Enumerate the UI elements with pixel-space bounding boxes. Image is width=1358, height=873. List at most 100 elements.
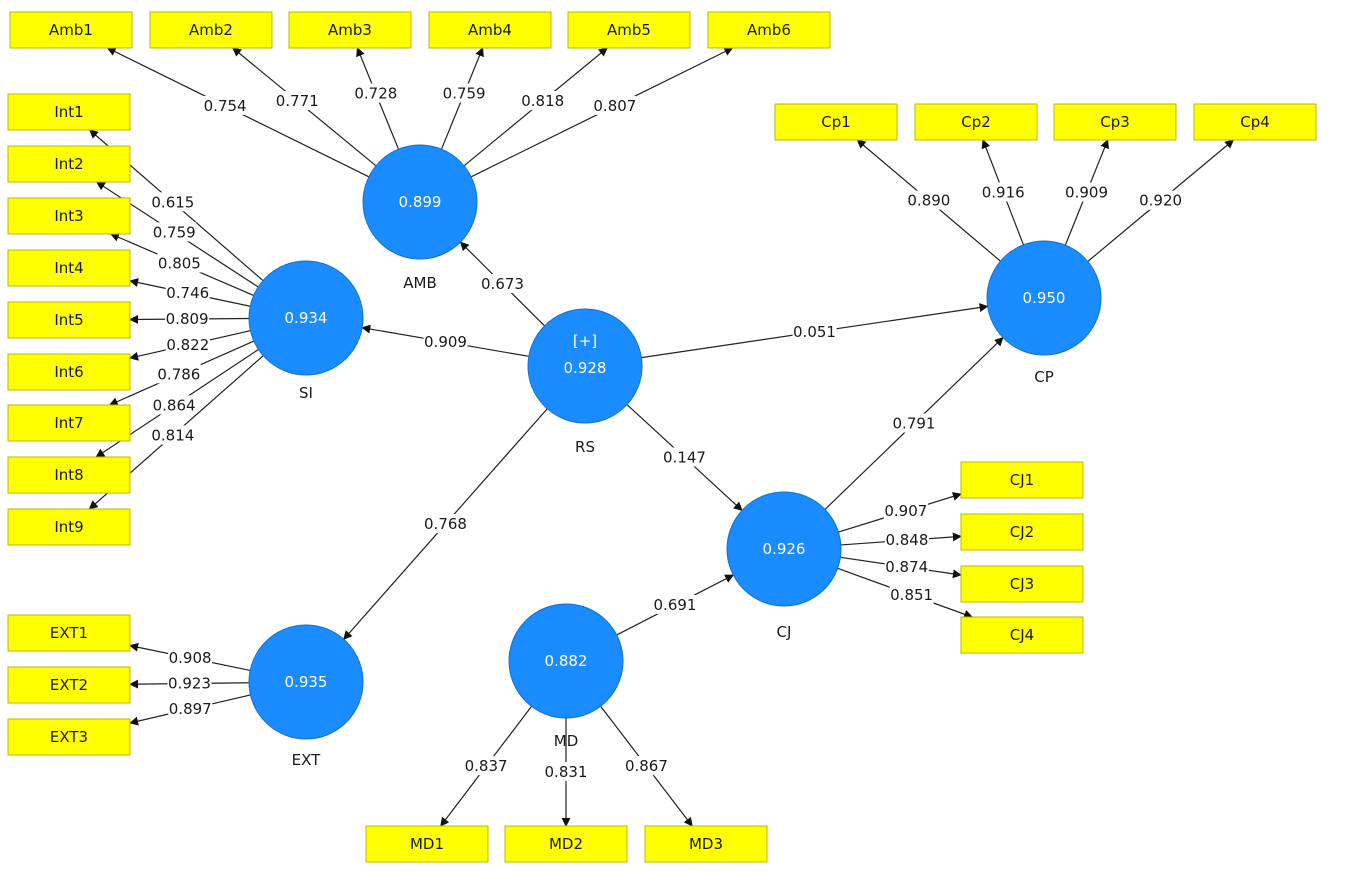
indicator-cp4[interactable]: Cp4 — [1193, 103, 1317, 141]
indicator-label: CJ4 — [1010, 626, 1034, 644]
indicator-box[interactable] — [7, 614, 131, 652]
construct-circle[interactable] — [248, 260, 364, 376]
indicator-box[interactable] — [7, 666, 131, 704]
indicator-int6[interactable]: Int6 — [7, 353, 131, 391]
indicator-box[interactable] — [914, 103, 1038, 141]
indicator-amb4[interactable]: Amb4 — [428, 11, 552, 49]
indicator-box[interactable] — [7, 301, 131, 339]
weight-label-background — [884, 557, 929, 577]
indicator-cj2[interactable]: CJ2 — [960, 513, 1084, 551]
weight-label-background — [165, 309, 210, 329]
indicator-int4[interactable]: Int4 — [7, 249, 131, 287]
loading-label-cp3: 0.909 — [1064, 182, 1109, 202]
indicator-box[interactable] — [567, 11, 691, 49]
weight-label-background — [981, 182, 1026, 202]
loading-label-int5: 0.809 — [165, 309, 210, 329]
indicator-box[interactable] — [9, 11, 133, 49]
indicator-box[interactable] — [1193, 103, 1317, 141]
indicator-int5[interactable]: Int5 — [7, 301, 131, 339]
indicator-box[interactable] — [504, 825, 628, 863]
indicator-box[interactable] — [7, 508, 131, 546]
indicator-amb6[interactable]: Amb6 — [707, 11, 831, 49]
indicator-ext2[interactable]: EXT2 — [7, 666, 131, 704]
indicator-ext1[interactable]: EXT1 — [7, 614, 131, 652]
indicator-md2[interactable]: MD2 — [504, 825, 628, 863]
indicator-amb2[interactable]: Amb2 — [149, 11, 273, 49]
indicator-ext3[interactable]: EXT3 — [7, 718, 131, 756]
indicator-box[interactable] — [707, 11, 831, 49]
weight-label-background — [480, 274, 525, 293]
indicator-md3[interactable]: MD3 — [644, 825, 768, 863]
indicator-amb1[interactable]: Amb1 — [9, 11, 133, 49]
indicator-box[interactable] — [7, 353, 131, 391]
indicator-int1[interactable]: Int1 — [7, 93, 131, 131]
expand-badge[interactable]: [+] — [573, 332, 597, 350]
indicator-cj1[interactable]: CJ1 — [960, 461, 1084, 499]
indicator-box[interactable] — [960, 616, 1084, 654]
construct-circle[interactable] — [248, 624, 364, 740]
indicator-box[interactable] — [1053, 103, 1177, 141]
indicator-cp1[interactable]: Cp1 — [774, 103, 898, 141]
indicator-amb3[interactable]: Amb3 — [288, 11, 412, 49]
loading-label-amb4: 0.759 — [442, 83, 487, 103]
weight-label-background — [152, 222, 197, 242]
indicator-label: Int4 — [54, 259, 83, 277]
indicator-amb5[interactable]: Amb5 — [567, 11, 691, 49]
indicator-int8[interactable]: Int8 — [7, 456, 131, 494]
weight-value: 0.923 — [168, 674, 211, 692]
indicator-box[interactable] — [960, 565, 1084, 603]
weight-label-background — [889, 585, 934, 605]
weight-label-background — [152, 395, 197, 415]
weight-value: 0.874 — [885, 558, 928, 576]
weight-label-background — [592, 95, 637, 115]
weight-value: 0.916 — [982, 183, 1025, 201]
indicator-box[interactable] — [428, 11, 552, 49]
construct-value: 0.950 — [1023, 289, 1066, 307]
indicator-int9[interactable]: Int9 — [7, 508, 131, 546]
indicator-box[interactable] — [644, 825, 768, 863]
construct-circle[interactable] — [362, 144, 478, 260]
indicator-label: Cp1 — [821, 113, 851, 131]
indicator-int3[interactable]: Int3 — [7, 197, 131, 235]
weight-value: 0.907 — [884, 502, 927, 520]
indicator-cj4[interactable]: CJ4 — [960, 616, 1084, 654]
indicator-int7[interactable]: Int7 — [7, 404, 131, 442]
indicator-box[interactable] — [7, 456, 131, 494]
loading-label-amb6: 0.807 — [592, 95, 637, 115]
indicator-box[interactable] — [7, 93, 131, 131]
indicator-box[interactable] — [7, 718, 131, 756]
indicator-box[interactable] — [7, 249, 131, 287]
indicator-box[interactable] — [7, 197, 131, 235]
indicator-box[interactable] — [288, 11, 412, 49]
indicator-box[interactable] — [7, 145, 131, 183]
construct-circle[interactable] — [726, 491, 842, 607]
indicator-box[interactable] — [7, 404, 131, 442]
construct-circle[interactable] — [527, 308, 643, 424]
indicator-box[interactable] — [960, 461, 1084, 499]
loading-label-int6: 0.822 — [165, 334, 210, 354]
indicator-int2[interactable]: Int2 — [7, 145, 131, 183]
indicator-box[interactable] — [774, 103, 898, 141]
indicator-cp3[interactable]: Cp3 — [1053, 103, 1177, 141]
weight-label-background — [1064, 182, 1109, 202]
indicator-box[interactable] — [960, 513, 1084, 551]
indicator-box[interactable] — [149, 11, 273, 49]
weight-label-background — [520, 91, 565, 111]
construct-circle[interactable] — [508, 603, 624, 719]
indicator-label: Int1 — [54, 103, 83, 121]
weight-value: 0.786 — [157, 365, 200, 383]
loading-label-md2: 0.831 — [544, 762, 588, 781]
indicator-md1[interactable]: MD1 — [365, 825, 489, 863]
indicator-cj3[interactable]: CJ3 — [960, 565, 1084, 603]
indicator-cp2[interactable]: Cp2 — [914, 103, 1038, 141]
construct-circle[interactable] — [986, 240, 1102, 356]
weight-label-background — [157, 253, 202, 273]
indicator-box[interactable] — [365, 825, 489, 863]
